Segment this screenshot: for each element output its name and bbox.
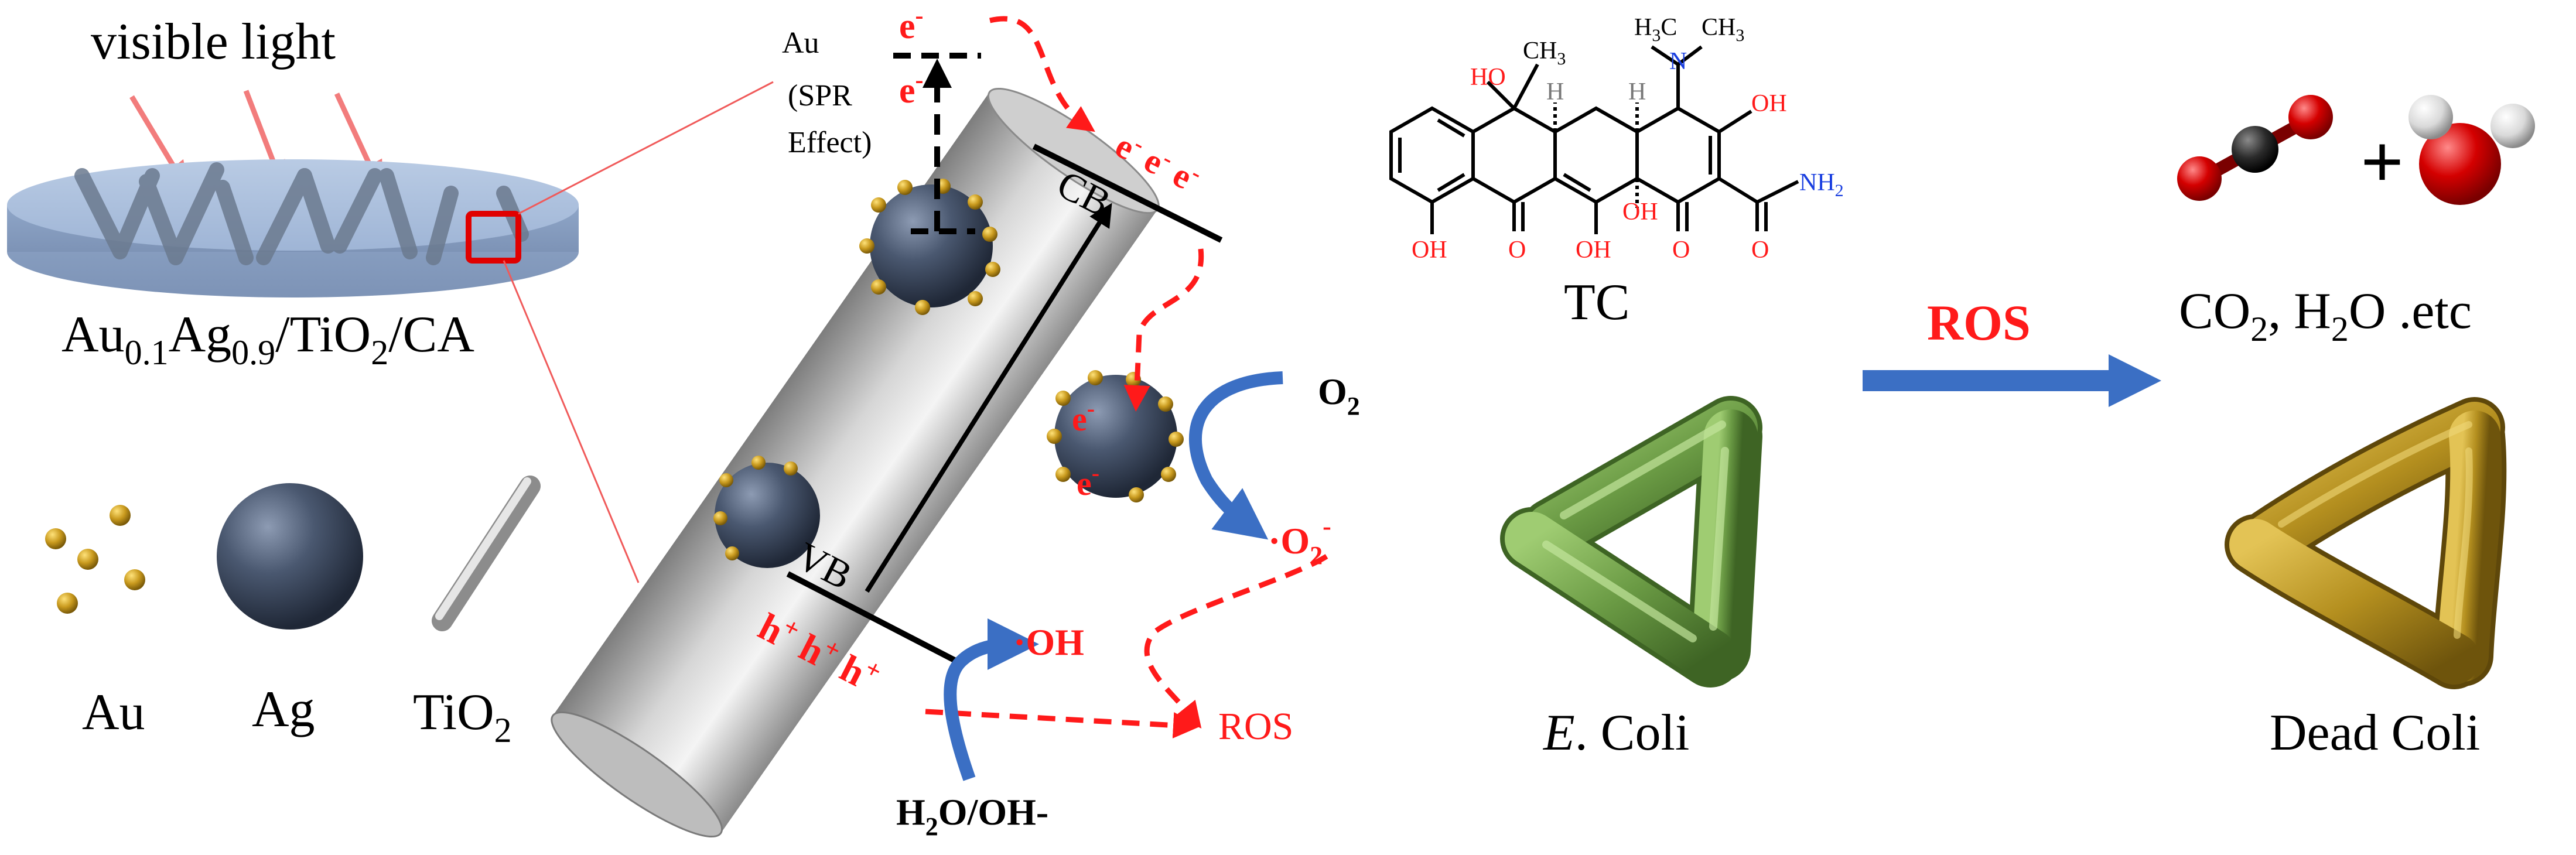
cb-band — [1032, 143, 1223, 243]
h2o-molecule — [2408, 95, 2535, 205]
cb-electrons: e- e- e- — [1109, 123, 1207, 200]
tetracycline-structure — [1389, 45, 1799, 234]
atom-h-1: H — [1546, 78, 1564, 105]
co2-molecule — [2177, 95, 2333, 201]
atom-o-b: O — [1508, 237, 1526, 264]
atom-ho-top: HO — [1470, 64, 1506, 91]
plus-sign: + — [2360, 120, 2404, 204]
redox-arrows — [944, 371, 1283, 781]
vb-band — [786, 571, 959, 665]
ecoli-label: E. Coli — [1542, 704, 1689, 761]
atom-h-2: H — [1628, 78, 1646, 105]
spr-line2: Effect) — [788, 126, 872, 159]
ros-arrow-label: ROS — [1927, 295, 2031, 351]
left-panel: visible light — [7, 13, 774, 750]
atom-oh-c: OH — [1576, 237, 1611, 264]
excitation-arrow — [865, 203, 1112, 593]
atom-nme2: H3C — [1634, 14, 1677, 45]
au-nanoparticles-legend — [45, 505, 145, 614]
dead-coli-label: Dead Coli — [2270, 704, 2480, 761]
electron-top: e- — [899, 2, 924, 46]
ag-legend-label: Ag — [252, 681, 315, 738]
spr-line1: (SPR — [788, 79, 852, 112]
dead-bacteria — [2225, 397, 2507, 689]
ag-au-particle-top — [859, 179, 1000, 315]
o2-label: O2 — [1318, 371, 1360, 420]
atom-o-d: O — [1672, 237, 1690, 264]
atom-nme2-right: CH3 — [1702, 14, 1744, 45]
electron-particle-2: e- — [1077, 460, 1099, 502]
atom-oh-a: OH — [1412, 237, 1447, 264]
atom-o-amide: O — [1751, 237, 1769, 264]
electrons: e- e- e- e- e- e- e- h+ h+ h+ — [751, 2, 1207, 702]
tio2-rod — [551, 87, 1160, 838]
atom-n: N — [1669, 48, 1687, 75]
au-spr-label: Au — [782, 26, 819, 60]
mechanism-panel: CB VB Au (SPR Effect) e- e- e- e- e- e- … — [551, 2, 1360, 841]
superoxide-label: ·O2- — [1268, 512, 1331, 570]
ag-sphere-legend — [217, 483, 363, 630]
composite-label: Au0.1Ag0.9/TiO2/CA — [62, 306, 474, 372]
tio2-legend-label: TiO2 — [413, 684, 512, 750]
zoom-lines — [503, 81, 774, 583]
products-label: CO2, H2O .etc — [2179, 283, 2472, 348]
electron-particle: e- — [1072, 395, 1095, 438]
reaction-panel: ROS + CO2, H2O .etc — [1500, 95, 2535, 761]
tio2-rod-legend — [432, 476, 541, 631]
electron-transfer-paths — [925, 16, 1328, 738]
tetracycline-atoms: HO CH3 H H H3C CH3 N OH OH O OH OH O O N… — [1412, 14, 1844, 264]
ag-au-particle-right — [1047, 370, 1184, 502]
au-legend-label: Au — [82, 684, 145, 741]
hydroxyl-label: ·OH — [1013, 621, 1084, 663]
atom-oh-ring-bottom: OH — [1622, 199, 1658, 225]
atom-nh2: NH2 — [1799, 169, 1844, 200]
reaction-arrow — [1863, 354, 2161, 407]
composite-film — [7, 159, 579, 297]
zoom-box — [466, 211, 521, 264]
atom-oh-ring: OH — [1751, 90, 1787, 117]
live-bacteria — [1500, 396, 1762, 688]
water-label: H2O/OH- — [896, 791, 1048, 841]
atom-ch3: CH3 — [1523, 37, 1566, 69]
ros-product-label: ROS — [1218, 705, 1293, 748]
electron-spr: e- — [899, 67, 924, 111]
vb-holes: h+ h+ h+ — [751, 602, 886, 702]
tc-label: TC — [1564, 274, 1629, 331]
ag-au-particle-left — [713, 456, 820, 568]
visible-light-label: visible light — [91, 13, 336, 70]
film-rods — [74, 162, 529, 265]
